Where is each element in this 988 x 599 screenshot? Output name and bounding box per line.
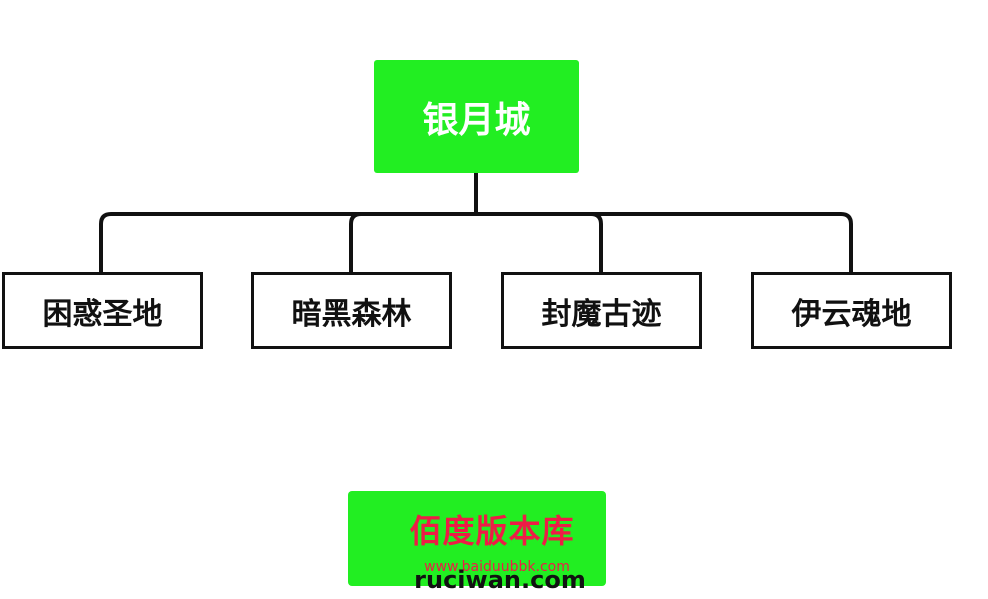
child-node-2: 暗黑森林 <box>251 272 452 349</box>
child-node-4-label: 伊云魂地 <box>791 296 912 332</box>
child-node-3: 封魔古迹 <box>501 272 702 349</box>
bottom-node <box>348 491 606 586</box>
connector-to-child-3 <box>590 212 603 244</box>
child-node-3-label: 封魔古迹 <box>541 296 662 332</box>
root-node-label: 银月城 <box>422 99 531 141</box>
child-node-1: 困惑圣地 <box>2 272 203 349</box>
watermark-url-1: www.baiduubbk.com <box>424 559 570 575</box>
watermark-title: 佰度版本库 <box>409 512 575 550</box>
child-node-4: 伊云魂地 <box>751 272 952 349</box>
root-node: 银月城 <box>374 60 579 173</box>
child-node-2-label: 暗黑森林 <box>291 296 412 332</box>
watermark-url-2: ruciwan.com <box>414 566 586 594</box>
connector-to-child-2 <box>349 212 362 244</box>
child-node-1-label: 困惑圣地 <box>42 296 163 332</box>
connector-horizontal-bus <box>99 212 853 244</box>
